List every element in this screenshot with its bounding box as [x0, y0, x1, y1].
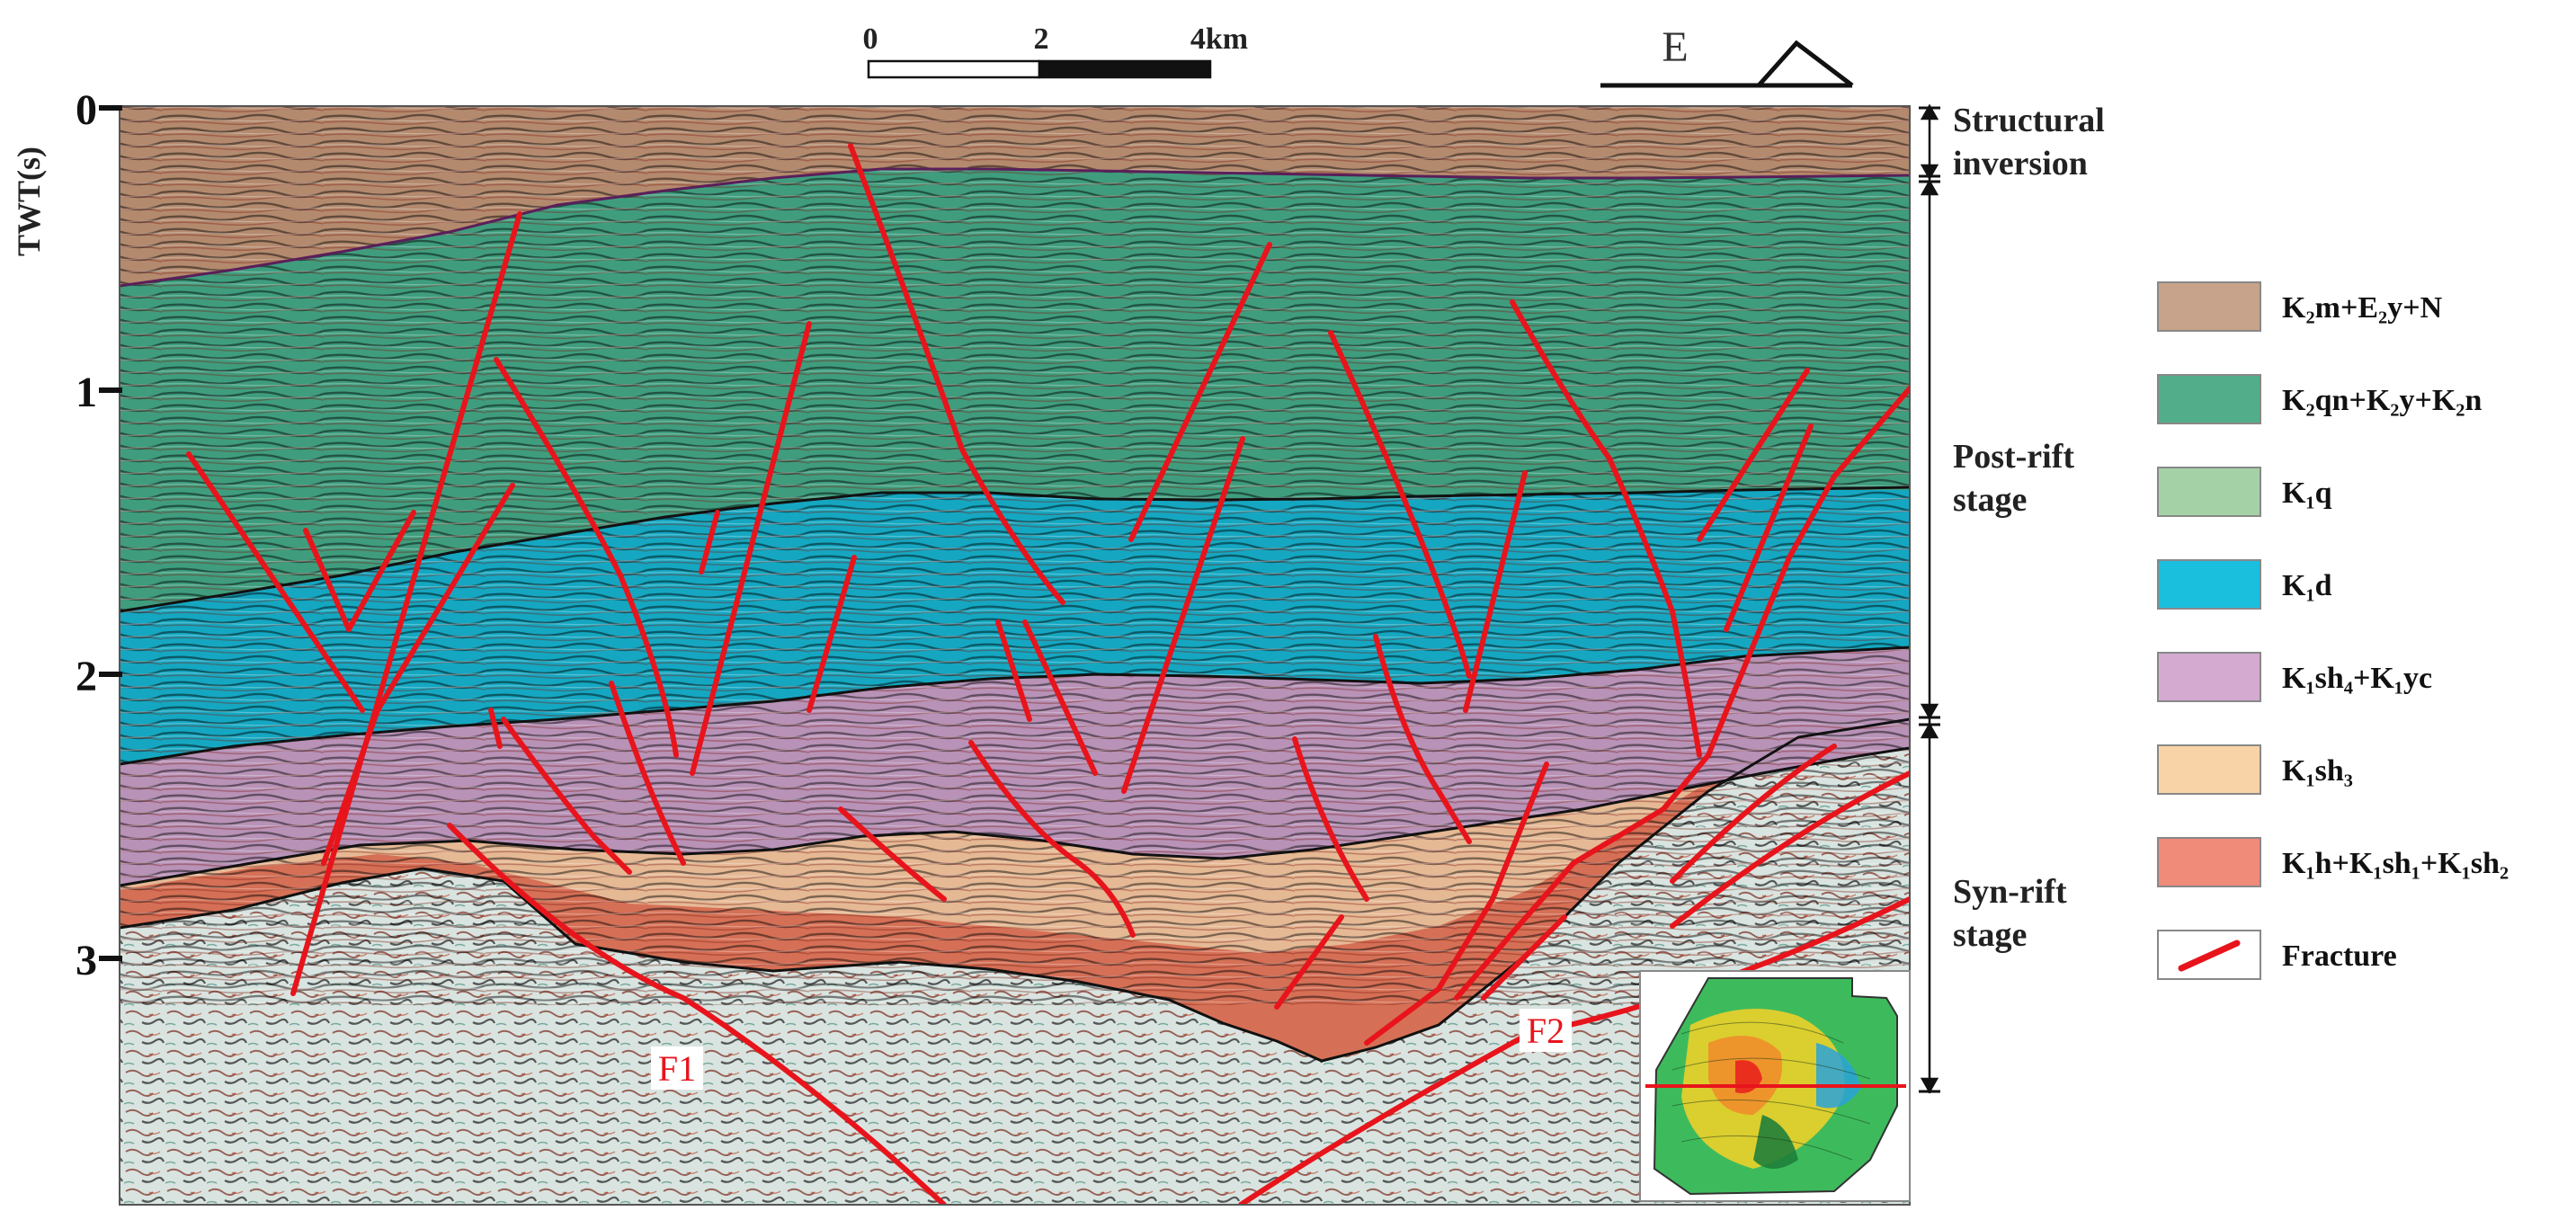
scale-bar: 0 2 4km — [863, 22, 1248, 79]
stage-structural-inversion-2: inversion — [1953, 145, 2088, 183]
fault-f1 — [447, 823, 947, 1205]
legend-label-1: K₂qn+K₂y+K₂n — [2282, 384, 2482, 417]
tick-2: 2 — [76, 653, 97, 700]
legend-label-4: K₁sh₄+K₁yc — [2282, 662, 2432, 695]
legend-swatch-1 — [2157, 374, 2261, 424]
legend: K₂m+E₂y+N K₂qn+K₂y+K₂nK₁qK₁dK₁sh₄+K₁ycK₁s… — [2157, 281, 2509, 980]
tick-1: 1 — [76, 369, 97, 416]
fault-label-f2: F2 — [1527, 1011, 1564, 1051]
legend-swatch-5 — [2157, 744, 2261, 795]
legend-fracture-icon — [2178, 940, 2241, 972]
fault-labels: F1 F2 — [651, 1009, 1572, 1090]
stage-syn-rift-2: stage — [1953, 916, 2027, 954]
tick-0: 0 — [76, 86, 97, 134]
stage-structural-inversion-1: Structural — [1953, 102, 2105, 139]
legend-swatch-2 — [2157, 467, 2261, 517]
stage-labels: Structural inversion Post-rift stage Syn… — [1953, 102, 2105, 954]
faults — [186, 143, 1910, 1205]
inset-map — [1639, 970, 1911, 1202]
scale-tick-0: 0 — [863, 22, 878, 56]
scale-tick-4km: 4km — [1190, 22, 1248, 56]
stage-syn-rift-1: Syn-rift — [1953, 873, 2067, 911]
legend-label-3: K₁d — [2282, 569, 2332, 602]
legend-swatch-0 — [2157, 281, 2261, 332]
axis-label: TWT(s) — [11, 147, 47, 256]
fault-label-f1: F1 — [658, 1048, 696, 1089]
stage-post-rift-1: Post-rift — [1953, 438, 2074, 476]
legend-swatch-6 — [2157, 837, 2261, 887]
legend-label-7: Fracture — [2282, 940, 2397, 973]
legend-label-0: K₂m+E₂y+N — [2282, 291, 2443, 325]
scale-tick-2: 2 — [1034, 22, 1049, 56]
section-frame — [119, 105, 1911, 1206]
stage-brackets — [1919, 103, 1940, 1094]
tick-3: 3 — [76, 937, 97, 984]
twt-axis: TWT(s) 0 1 2 3 — [11, 86, 122, 984]
stage-post-rift-2: stage — [1953, 481, 2027, 519]
seismic-section — [120, 106, 1910, 1205]
legend-swatch-3 — [2157, 559, 2261, 610]
legend-swatch-4 — [2157, 652, 2261, 702]
legend-label-5: K₁sh₃ — [2282, 754, 2353, 788]
legend-label-2: K₁q — [2282, 476, 2332, 510]
orientation-marker: E — [1600, 23, 1854, 88]
legend-label-6: K₁h+K₁sh₁+K₁sh₂ — [2282, 847, 2509, 880]
orientation-label: E — [1662, 23, 1688, 71]
